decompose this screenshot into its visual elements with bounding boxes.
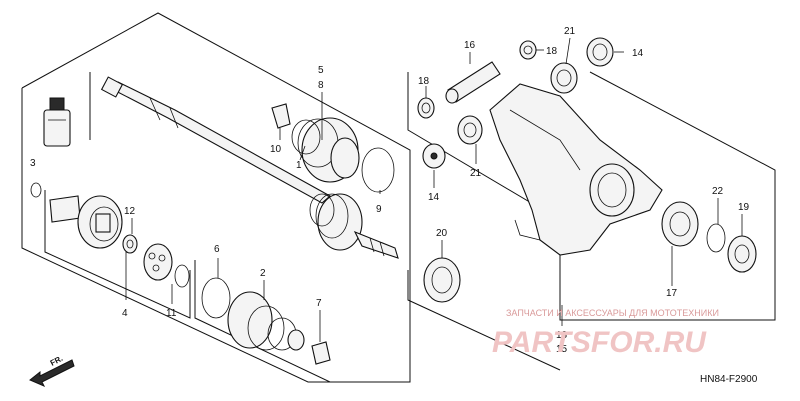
group-outline-swingarm-lower (407, 270, 561, 371)
callout-18-upper: 18 (418, 76, 430, 87)
snap-ring-22 (706, 223, 726, 253)
drawing-code: HN84-F2900 (700, 374, 758, 385)
seal-19 (727, 235, 757, 273)
callout-12: 12 (124, 206, 136, 217)
callout-22: 22 (712, 186, 724, 197)
final-drive-case (489, 83, 663, 256)
callout-7: 7 (316, 298, 322, 309)
callout-16: 16 (464, 40, 476, 51)
clamp-9 (361, 147, 395, 193)
callout-2: 2 (260, 268, 266, 279)
group-outline-driveshaft (21, 12, 411, 383)
grease-tube (43, 97, 71, 147)
leader-21-top (565, 37, 571, 65)
callout-8: 8 (318, 80, 324, 91)
boot-1 (291, 117, 360, 183)
bearing-21-top (550, 62, 578, 94)
boot-2 (227, 291, 305, 351)
group-outline-inner-boot (44, 190, 191, 319)
group-outline-outer-boot (194, 260, 331, 383)
callout-9: 9 (376, 204, 382, 215)
front-direction-arrow: FR. (29, 354, 75, 387)
seal-18-top (519, 40, 537, 60)
watermark-caption: ЗАПЧАСТИ И АКСЕССУАРЫ ДЛЯ МОТОТЕХНИКИ (506, 308, 719, 318)
callout-4: 4 (122, 308, 128, 319)
callout-14-left: 14 (428, 192, 440, 203)
callout-21-top: 21 (564, 26, 576, 37)
seal-20 (423, 257, 461, 303)
cv-boot-outer-on-shaft (309, 193, 399, 259)
callout-10: 10 (270, 144, 282, 155)
bearing-21-left (457, 115, 483, 145)
snap-ring-11 (174, 264, 190, 288)
cap-14-right (586, 37, 614, 67)
callout-13: 13 (556, 330, 568, 341)
ring-10 (271, 103, 291, 129)
callout-15: 15 (556, 344, 568, 355)
callout-14-right: 14 (632, 48, 644, 59)
bearing-cage (143, 243, 173, 281)
callout-20: 20 (436, 228, 448, 239)
callout-18-top: 18 (546, 46, 558, 57)
bearing-17 (661, 201, 699, 247)
callout-17: 17 (666, 288, 678, 299)
callout-1: 1 (296, 160, 302, 171)
callout-19: 19 (738, 202, 750, 213)
clamp-7 (311, 341, 331, 365)
cap-14-left (422, 143, 446, 169)
ring-3 (30, 182, 42, 198)
callout-3: 3 (30, 158, 36, 169)
callout-6: 6 (214, 244, 220, 255)
callout-11: 11 (166, 308, 177, 319)
driveshaft (100, 76, 331, 204)
callout-5: 5 (318, 65, 324, 76)
leader-1 (299, 145, 306, 161)
group-outline-swingarm (407, 71, 776, 321)
clamp-6 (201, 277, 231, 319)
callout-21-left: 21 (470, 168, 482, 179)
collar-16 (445, 61, 501, 104)
cv-joint-inner (49, 195, 123, 249)
clip-12 (122, 234, 138, 254)
seal-18-upper (417, 97, 435, 119)
watermark-logo: PARTSFOR.RU (492, 326, 707, 359)
